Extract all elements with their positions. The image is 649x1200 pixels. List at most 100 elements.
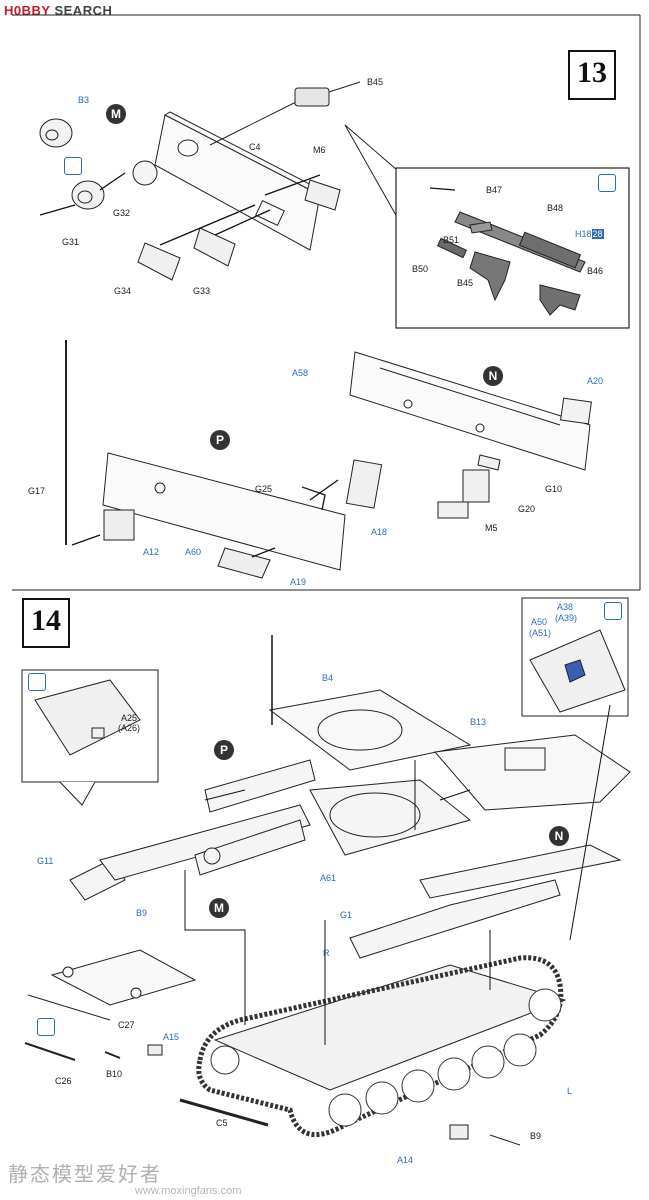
label-g32: G32 [113, 208, 131, 218]
label-b47: B47 [486, 185, 503, 195]
option-icon-m [64, 157, 82, 175]
label-g25: G25 [255, 484, 273, 494]
label-b9-bottom: B9 [530, 1131, 542, 1141]
label-h18: H1828 [575, 229, 604, 239]
marker-n-step14: N [549, 826, 569, 846]
label-a60: A60 [185, 547, 202, 557]
part-b10 [104, 1051, 121, 1059]
option-icon-step14 [37, 1018, 55, 1036]
label-g1: G1 [340, 910, 353, 920]
part-a61-hull [309, 779, 472, 856]
part-c26 [24, 1042, 76, 1061]
part-c27 [27, 994, 111, 1021]
inset-a25-parts [34, 679, 141, 756]
road-wheels [210, 988, 562, 1127]
part-m5 [437, 501, 469, 519]
part-a58-plate [349, 351, 591, 471]
marker-n-top: N [483, 366, 503, 386]
paint-icon-inset14-left [28, 673, 46, 691]
label-b9-top: B9 [136, 908, 148, 918]
part-b45-mg [209, 81, 361, 146]
inset-pointer [59, 781, 96, 806]
label-c5: C5 [216, 1118, 228, 1128]
part-a12 [103, 509, 135, 541]
part-c4-plate [154, 111, 327, 251]
label-a39: (A39) [555, 613, 578, 623]
label-l: L [567, 1086, 573, 1096]
label-b4: B4 [322, 673, 334, 683]
part-a15 [147, 1044, 163, 1056]
part-g25 [301, 486, 326, 511]
label-g10: G10 [545, 484, 563, 494]
label-a20: A20 [587, 376, 604, 386]
part-g33 [193, 227, 236, 267]
part-a20 [560, 397, 592, 425]
label-c26: C26 [55, 1076, 72, 1086]
paint-icon-inset14-right [604, 602, 622, 620]
marker-p-top: P [210, 430, 230, 450]
track-r [196, 955, 564, 1137]
label-a26: (A26) [118, 723, 141, 733]
part-g10 [477, 454, 501, 471]
part-g11-front [69, 804, 311, 901]
label-a12: A12 [143, 547, 160, 557]
inset-a38-parts [529, 629, 626, 713]
label-c4: C4 [249, 142, 261, 152]
label-g11: G11 [37, 856, 54, 866]
label-h18-code: H18 [575, 229, 592, 239]
label-b45-top: B45 [367, 77, 384, 87]
part-g1 [349, 879, 561, 959]
marker-m-step14: M [209, 898, 229, 918]
label-a51: (A51) [529, 628, 552, 638]
label-c27: C27 [118, 1020, 135, 1030]
part-g34 [137, 242, 181, 281]
step-13-box: 13 [568, 50, 616, 100]
part-p-sponson [204, 759, 316, 813]
label-a50: A50 [531, 617, 548, 627]
label-g34: G34 [114, 286, 132, 296]
label-m6: M6 [313, 145, 326, 155]
part-m6 [304, 179, 341, 211]
part-b3-dome [39, 118, 73, 148]
label-g31: G31 [62, 237, 80, 247]
part-b9-plate [50, 949, 197, 1006]
label-b3: B3 [78, 95, 90, 105]
inset-box-mg [395, 167, 630, 329]
label-a58: A58 [292, 368, 309, 378]
label-b51: B51 [443, 235, 460, 245]
step-14-box: 14 [22, 598, 70, 648]
label-b13: B13 [470, 717, 487, 727]
part-m-side [194, 819, 306, 876]
logo-hobby-text: H0BBY [4, 3, 51, 18]
part-g31 [71, 180, 105, 210]
part-a60-plate [102, 452, 346, 571]
label-a18: A18 [371, 527, 388, 537]
part-b4-deck [268, 689, 472, 771]
label-a61: A61 [320, 873, 337, 883]
label-h18-num: 28 [591, 229, 604, 239]
label-b48: B48 [547, 203, 564, 213]
part-a18 [345, 459, 383, 509]
label-b50: B50 [412, 264, 429, 274]
part-b13-deck [434, 734, 631, 811]
label-b10: B10 [106, 1069, 123, 1079]
part-a14 [449, 1124, 469, 1140]
watermark-url: www.moxingfans.com [135, 1185, 242, 1197]
label-a14: A14 [397, 1155, 414, 1165]
label-g33: G33 [193, 286, 211, 296]
part-b9-link [489, 1134, 521, 1146]
part-c5 [179, 1098, 269, 1127]
hobbysearch-logo: H0BBY SEARCH [4, 3, 112, 18]
watermark-site-cn: 静态模型爱好者 [8, 1162, 162, 1186]
label-m5: M5 [485, 523, 498, 533]
label-a25: A25 [121, 713, 138, 723]
marker-p-step14: P [214, 740, 234, 760]
part-n-side [419, 844, 622, 899]
logo-search-text: SEARCH [54, 3, 113, 18]
part-g32 [132, 160, 158, 186]
lower-hull [213, 964, 567, 1091]
inset-mg-parts [436, 211, 586, 316]
label-r: R [323, 948, 330, 958]
label-a15: A15 [163, 1032, 180, 1042]
